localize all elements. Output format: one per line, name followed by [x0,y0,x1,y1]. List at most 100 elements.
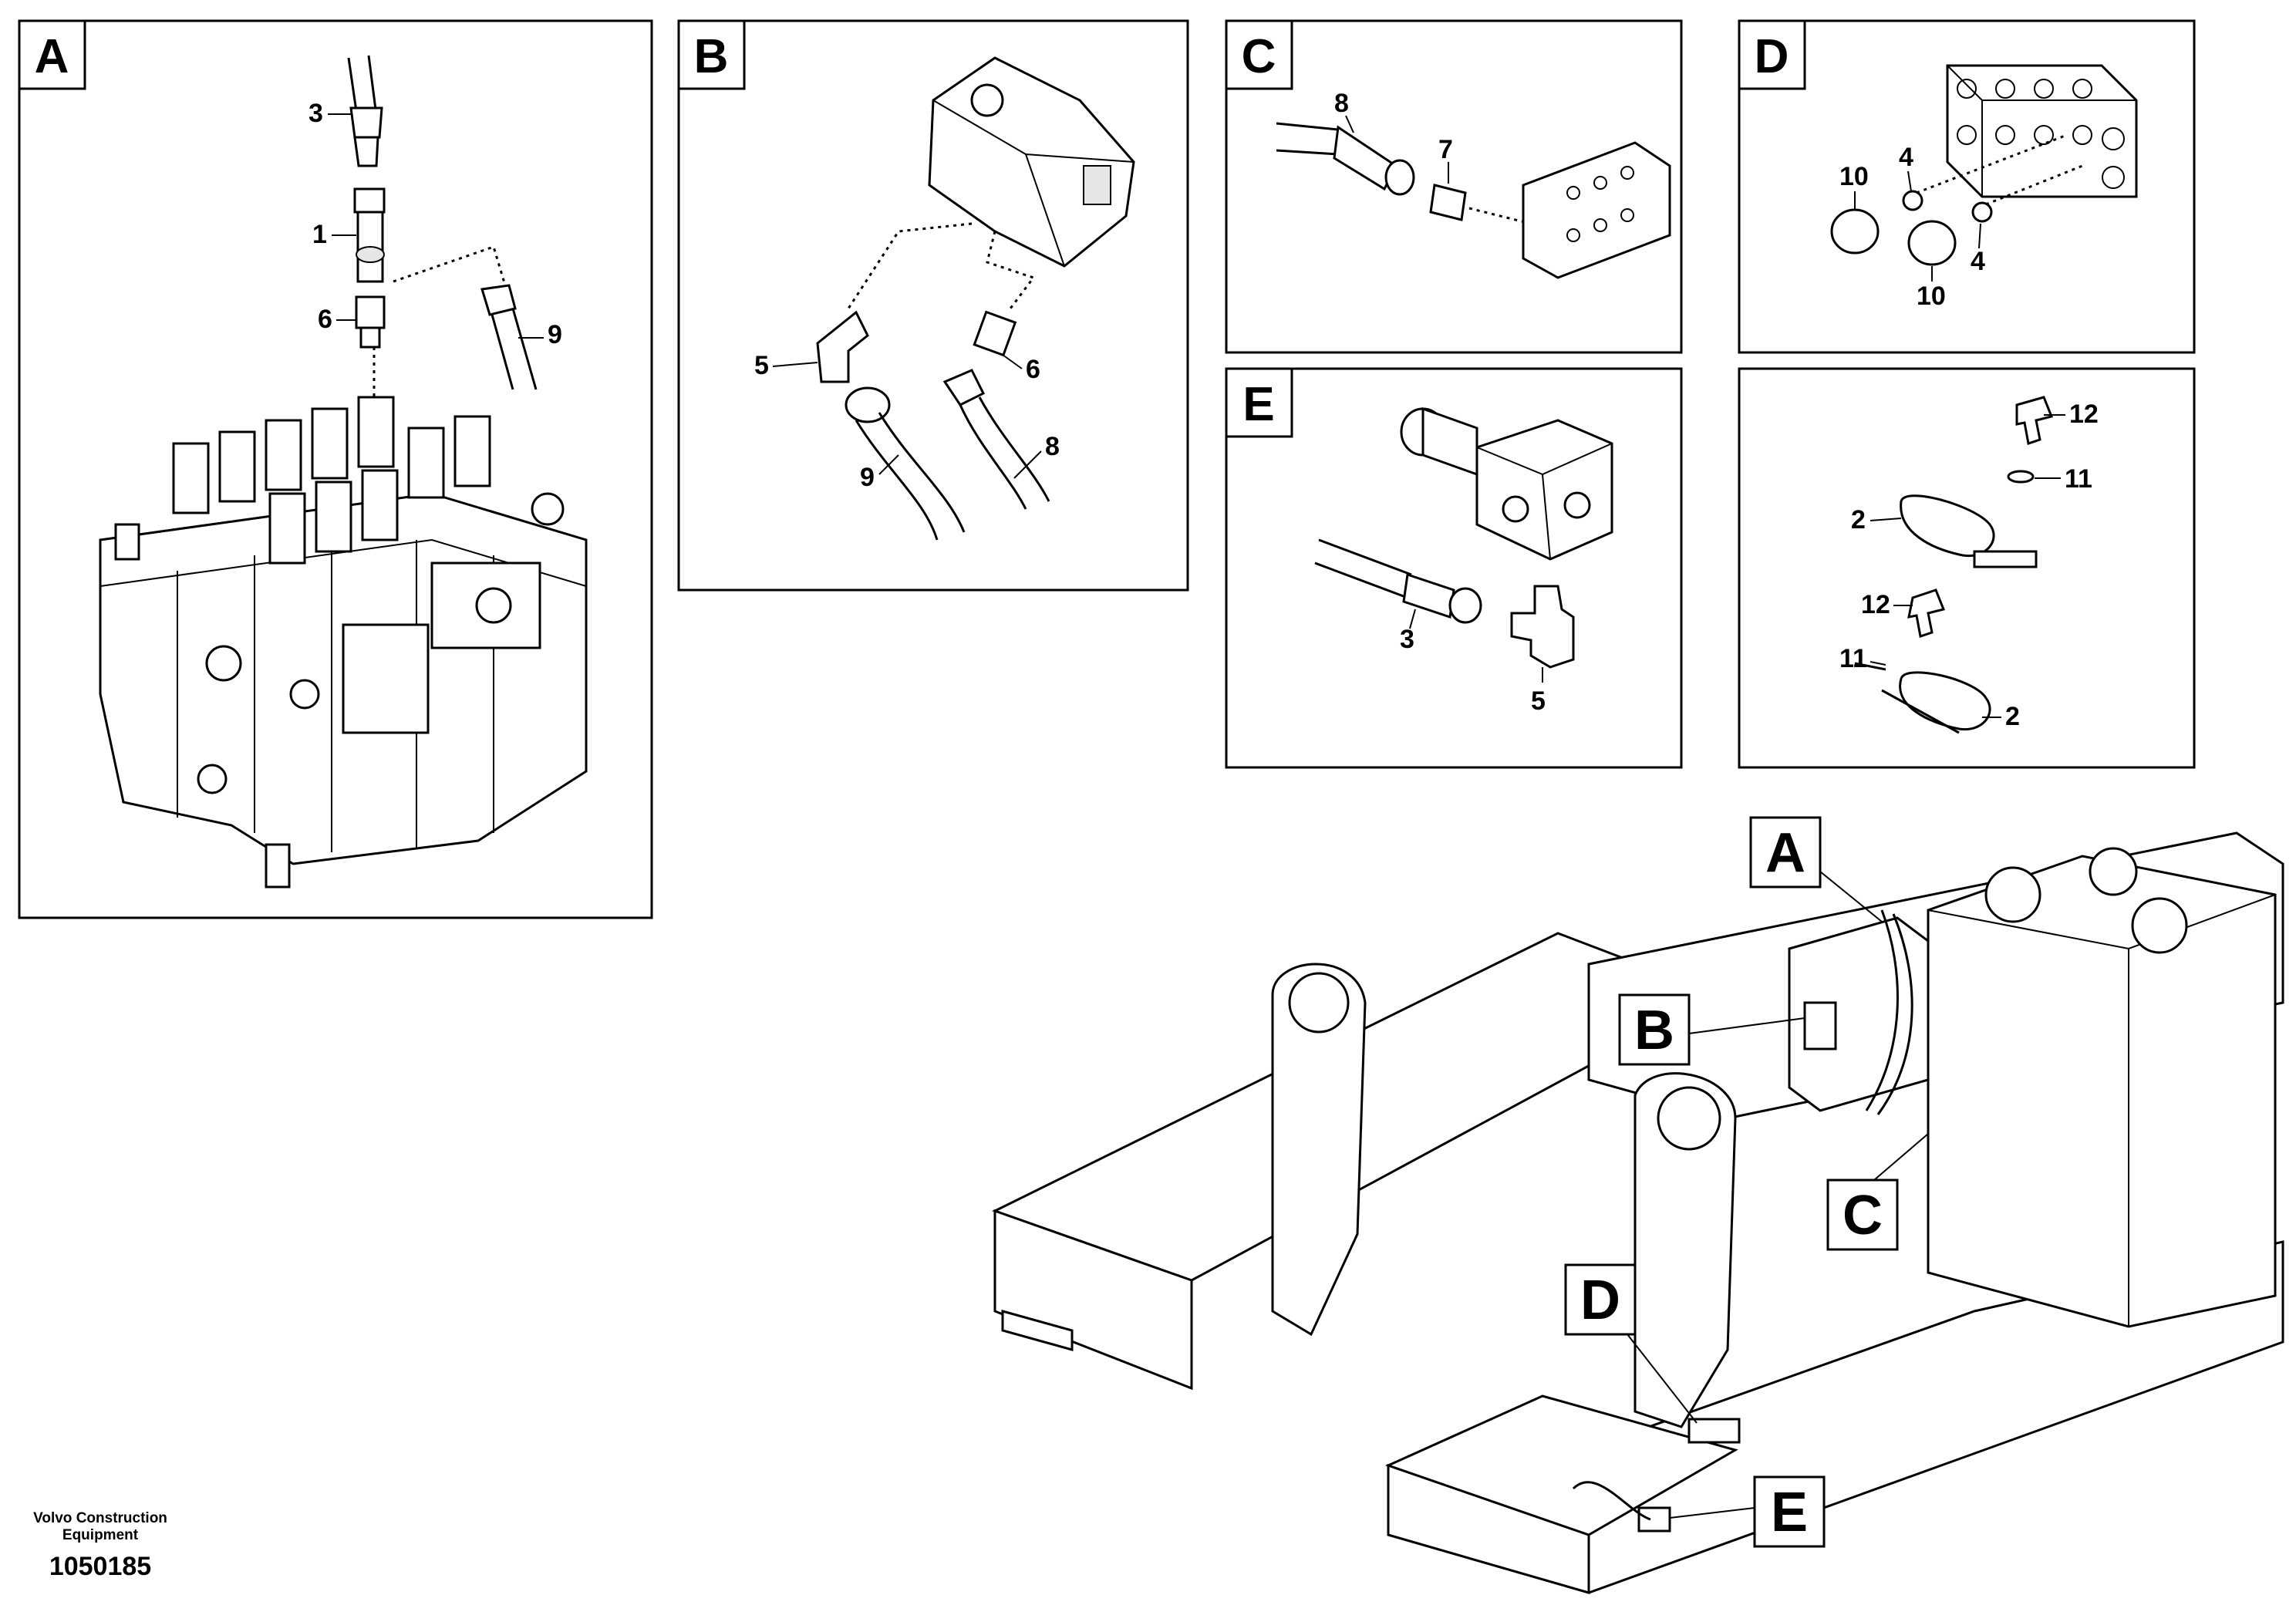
boom-mount-right [1633,1072,1737,1428]
adapter-6-thread [359,326,381,349]
callout-e-5: 5 [1531,686,1546,716]
valve-foot [265,843,291,889]
leader-f-11b [1870,661,1886,666]
overview-pilot-block [1803,1001,1837,1050]
adapter-6-b-body [973,310,1017,357]
elbow-5-b-body [816,310,869,383]
valve-manifold [342,623,430,734]
d-manifold-edges [1947,65,2136,197]
overview-label-e-box [1753,1475,1826,1548]
callout-d-10b: 10 [1917,282,1946,311]
spool-cap-6 [407,427,445,499]
overview-leader-d [1627,1334,1698,1424]
oring-4-a [1902,190,1923,211]
valve-section-lines [177,540,494,852]
leader-c-8 [1345,115,1354,133]
boom-mount-left [1271,963,1367,1337]
adapter-7-c [1429,184,1467,221]
footer-company-line2: Equipment [62,1527,139,1543]
valve-port [475,587,512,624]
fitting-1-ring [356,246,385,263]
callout-d-10a: 10 [1839,162,1869,191]
callout-a-1: 1 [312,220,327,249]
clamp-2-a-tab [1973,550,2038,568]
leader-d-4b [1978,223,1981,249]
leader-d-4a [1907,170,1912,192]
callout-d-4b: 4 [1971,247,1985,276]
tank-cover-c [2131,897,2188,954]
panel-a-letter-box [18,19,86,90]
panel-b: B 5 6 9 8 [677,19,1189,592]
leader-b-5 [772,362,818,367]
callout-a-9: 9 [548,320,562,349]
panel-e-letter-box [1225,367,1293,438]
callout-f-11b: 11 [1839,644,1867,673]
hydraulic-tank [1927,855,2277,1328]
spool-cap-7 [453,415,491,487]
callout-f-12a: 12 [2069,400,2099,429]
oring-4-b [1971,201,1993,223]
hose-3-e-end [1402,573,1455,619]
hose-3-e-line [1314,538,1412,599]
leader-b-9 [878,454,899,475]
callout-c-7: 7 [1438,135,1453,164]
guide-line-a2 [393,245,507,286]
pilot-block-port [970,83,1004,117]
panel-d: D 10 4 4 10 [1738,19,2196,354]
callout-e-3: 3 [1400,625,1414,654]
guide-line-b2 [986,231,1036,309]
drawing-number: 1050185 [49,1552,152,1581]
leader-f-2a [1870,518,1902,521]
side-plug [114,523,140,561]
overview-label-c-box [1826,1179,1899,1251]
overview-label-a: A [1765,822,1805,884]
spool-cap-8 [268,492,306,565]
guide-line-b1 [847,222,973,309]
tank-cover-a [1984,866,2041,923]
panel-e-letter: E [1242,378,1274,431]
overview-hose-e [1572,1481,1651,1521]
overview-label-b-box [1618,993,1691,1066]
hose-3-nut [353,136,379,167]
callout-a-6: 6 [318,305,332,334]
panel-c-letter-box [1225,19,1293,90]
overview-label-d: D [1580,1270,1620,1331]
solenoid-valve [1400,406,1613,561]
panel-d-letter-box [1738,19,1806,90]
callout-d-4a: 4 [1899,143,1913,172]
solenoid-port-b [1563,491,1591,519]
panel-b-letter-box [677,19,746,90]
c-manifold-ports [1566,166,1634,242]
plug-10-b [1907,220,1957,266]
overview-label-c: C [1843,1185,1883,1246]
spool-cap-5 [357,396,395,468]
d-manifold [1946,64,2138,198]
frame-left-rail-side [993,1209,1193,1391]
spool-cap-2 [218,430,256,503]
plug-10-a [1830,208,1880,255]
panel-a: A 3 1 6 9 [18,19,653,919]
hose-9-nut [480,284,517,316]
hose-3-end [349,106,383,139]
panel-clamps: 12 11 2 12 11 2 [1738,367,2196,769]
hose-8-c-nut [1384,159,1415,196]
hydraulic-tank-edges [1927,894,2276,1327]
overview-leader-c [1873,1133,1929,1181]
elbow-5-e [1510,585,1575,669]
pilot-block-edges [932,99,1135,267]
tank-cover-b [2089,847,2138,896]
valve-port-4 [197,764,228,794]
leader-e-3 [1409,609,1416,629]
panel-d-letter: D [1755,30,1789,83]
overview-chassis: A B C D E [992,816,2284,1594]
overview-hoses [1865,909,1913,1115]
panel-c-letter: C [1242,30,1276,83]
overview-manifold-d [1687,1418,1741,1444]
bolt-12-a [2015,396,2054,445]
overview-leader-b [1688,1017,1805,1034]
guide-lines-d [1916,133,2083,206]
washer-11-b [1854,662,1886,671]
adapter-6-body [355,295,386,329]
d-manifold-ports [1957,79,2125,189]
pilot-block [928,56,1135,268]
